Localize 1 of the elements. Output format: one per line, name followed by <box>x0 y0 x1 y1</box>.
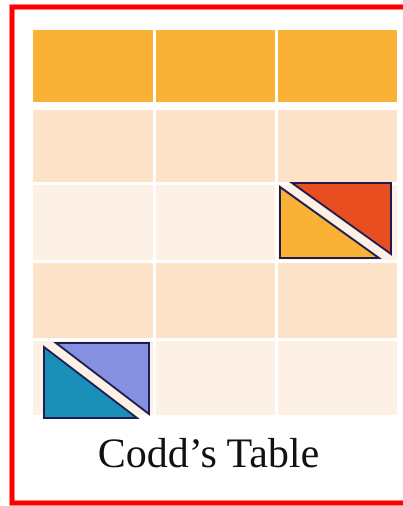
table-caption: Codd’s Table <box>96 430 320 478</box>
